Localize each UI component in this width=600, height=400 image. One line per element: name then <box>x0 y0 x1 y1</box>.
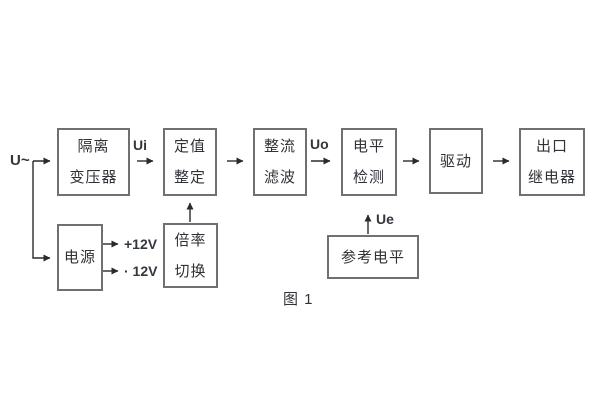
signal-ui-label: Ui <box>133 137 147 153</box>
block-power-supply: 电源 <box>57 224 103 291</box>
block-label: 继电器 <box>527 169 576 186</box>
arrow-input-to-power <box>32 161 51 262</box>
rail-neg12v-label: · 12V <box>124 263 158 279</box>
input-voltage-label: U~ <box>10 152 30 169</box>
block-label: 电源 <box>63 249 96 266</box>
block-reference-level: 参考电平 <box>327 235 419 279</box>
signal-ue-label: Ue <box>376 211 394 227</box>
block-setpoint-setting: 定值 整定 <box>163 128 217 196</box>
block-rectifier-filter: 整流 滤波 <box>253 128 307 196</box>
block-label: 驱动 <box>439 152 472 170</box>
block-label: 变压器 <box>69 169 118 186</box>
rail-pos12v-label: +12V <box>124 236 158 252</box>
figure-caption: 图 1 <box>283 291 314 308</box>
block-label: 倍率 <box>174 231 207 249</box>
block-ratio-switching: 倍率 切换 <box>163 223 218 288</box>
block-label: 整流 <box>263 138 296 155</box>
block-label: 切换 <box>174 262 207 280</box>
block-isolation-transformer: 隔离 变压器 <box>57 128 130 196</box>
signal-uo-label: Uo <box>310 136 329 152</box>
block-label: 出口 <box>535 138 568 155</box>
block-label: 隔离 <box>77 138 110 155</box>
block-output-relay: 出口 继电器 <box>519 128 585 196</box>
block-driver: 驱动 <box>429 128 483 194</box>
block-label: 参考电平 <box>340 248 405 266</box>
block-label: 滤波 <box>263 169 296 186</box>
block-level-detection: 电平 检测 <box>341 128 397 196</box>
block-label: 检测 <box>352 169 385 186</box>
block-label: 电平 <box>352 138 385 155</box>
block-label: 整定 <box>173 169 206 186</box>
block-label: 定值 <box>173 138 206 155</box>
